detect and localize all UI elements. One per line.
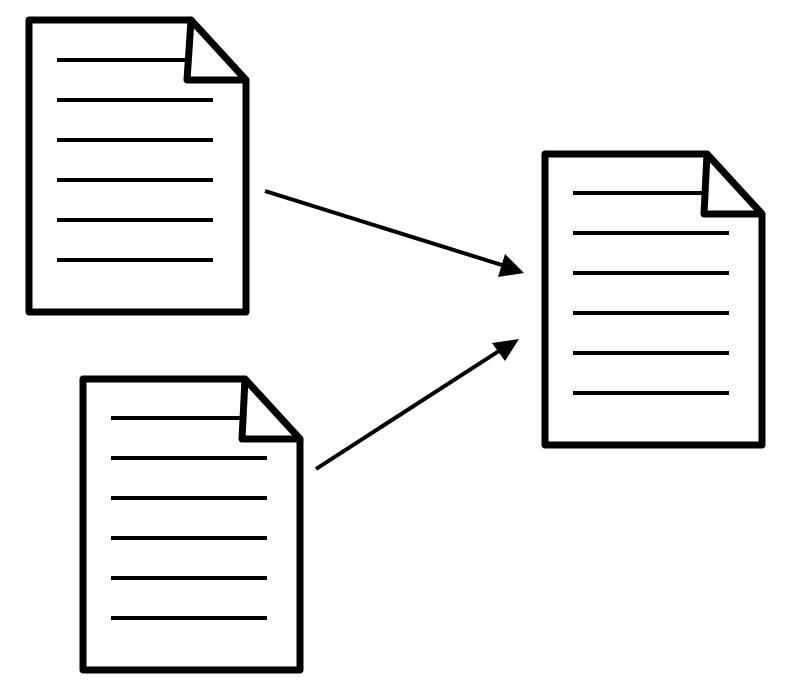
source-document-2 xyxy=(79,375,304,674)
target-document xyxy=(541,150,766,449)
arrow-shaft xyxy=(314,347,504,471)
document-folded-corner xyxy=(238,375,304,443)
arrow-source-2-to-target xyxy=(314,339,519,471)
source-document-1 xyxy=(25,16,250,316)
document-folded-corner xyxy=(183,16,250,84)
document-page-outline xyxy=(79,375,304,674)
arrowhead-icon xyxy=(498,254,524,277)
document-folded-corner xyxy=(700,150,766,218)
arrow-source-1-to-target xyxy=(264,189,524,277)
arrow-shaft xyxy=(264,189,506,268)
document-page-outline xyxy=(541,150,766,449)
arrowhead-icon xyxy=(492,339,519,361)
document-page-outline xyxy=(25,16,250,316)
